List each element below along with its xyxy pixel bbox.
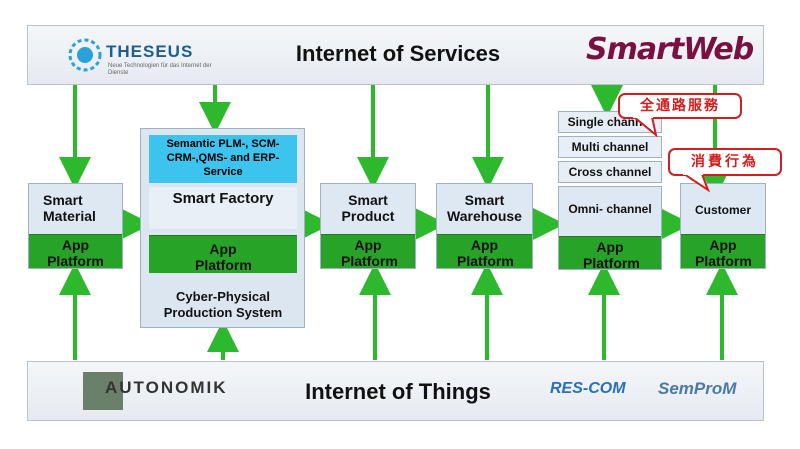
autonomik-logo: AUTONOMIK [105, 378, 228, 397]
theseus-globe-icon [68, 38, 102, 72]
semprom-logo: SemProM [658, 379, 737, 398]
smartweb-logo: SmartWeb [586, 32, 754, 67]
app-platform-factory: App Platform [149, 235, 297, 273]
theseus-logo: THESEUS Neue Technologien für das Intern… [68, 34, 218, 78]
internet-of-services-title: Internet of Services [295, 41, 501, 66]
omni-service-callout: 全通路服務 [618, 93, 742, 119]
app-platform-product: App Platform [321, 234, 415, 269]
smart-material-label: Smart Material [43, 192, 96, 224]
smart-factory-label: Smart Factory [149, 187, 297, 229]
smart-product-node: Smart Product App Platform [320, 183, 416, 269]
internet-of-services-bar: THESEUS Neue Technologien für das Intern… [27, 25, 764, 85]
rescom-logo: RES-COM [550, 380, 626, 397]
autonomik-logo-mark [83, 372, 123, 410]
cyber-physical-label: Cyber-Physical Production System [163, 289, 283, 320]
internet-of-things-bar: AUTONOMIK Internet of Things RES-COM Sem… [27, 361, 764, 421]
omni-callout-pointer [632, 117, 658, 137]
internet-of-things-title: Internet of Things [305, 379, 491, 404]
customer-node: Customer App Platform [680, 183, 766, 269]
channel-multi: Multi channel [558, 136, 662, 158]
app-platform-warehouse: App Platform [437, 234, 532, 269]
smart-material-node: Smart Material App Platform [28, 183, 123, 269]
consumer-behavior-callout: 消費行為 [668, 148, 782, 176]
omni-channel-node: Omni- channel App Platform [558, 186, 662, 271]
semantic-services-header: Semantic PLM-, SCM-CRM-,QMS- and ERP-Ser… [149, 135, 297, 183]
customer-callout-pointer [682, 174, 711, 193]
customer-label: Customer [694, 203, 751, 217]
app-platform-channels: App Platform [559, 236, 661, 271]
smart-product-label: Smart Product [341, 192, 395, 224]
channel-omni: Omni- channel [568, 202, 652, 216]
app-platform-material: App Platform [29, 234, 122, 269]
smart-warehouse-label: Smart Warehouse [447, 192, 522, 224]
channel-cross: Cross channel [558, 161, 662, 183]
smart-factory-node: Semantic PLM-, SCM-CRM-,QMS- and ERP-Ser… [140, 128, 305, 328]
theseus-logo-text: THESEUS [106, 42, 194, 61]
smart-warehouse-node: Smart Warehouse App Platform [436, 183, 533, 269]
theseus-logo-subtext: Neue Technologien für das Internet der D… [108, 63, 212, 76]
app-platform-customer: App Platform [681, 234, 765, 269]
